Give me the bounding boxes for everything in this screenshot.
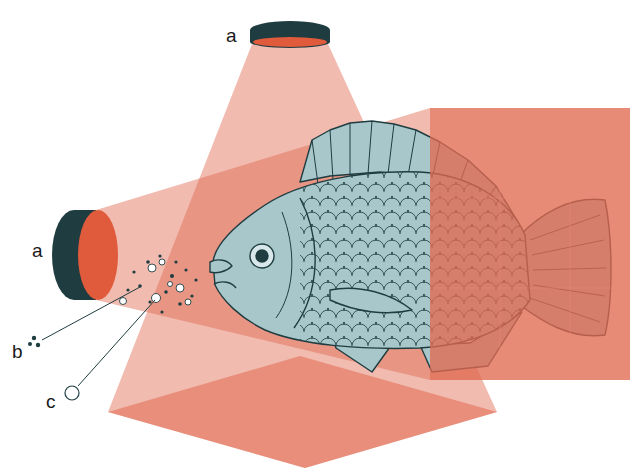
lamp bbox=[250, 21, 330, 48]
part-label: a bbox=[226, 26, 237, 45]
part-label: a bbox=[32, 241, 43, 260]
projection-screen bbox=[430, 108, 630, 380]
particle-sample bbox=[28, 336, 40, 347]
leader-line bbox=[42, 287, 155, 386]
bubble-sample bbox=[65, 386, 79, 400]
part-label: c bbox=[46, 392, 56, 411]
part-label: b bbox=[12, 342, 23, 361]
lamp bbox=[52, 210, 118, 300]
particles bbox=[120, 254, 198, 313]
